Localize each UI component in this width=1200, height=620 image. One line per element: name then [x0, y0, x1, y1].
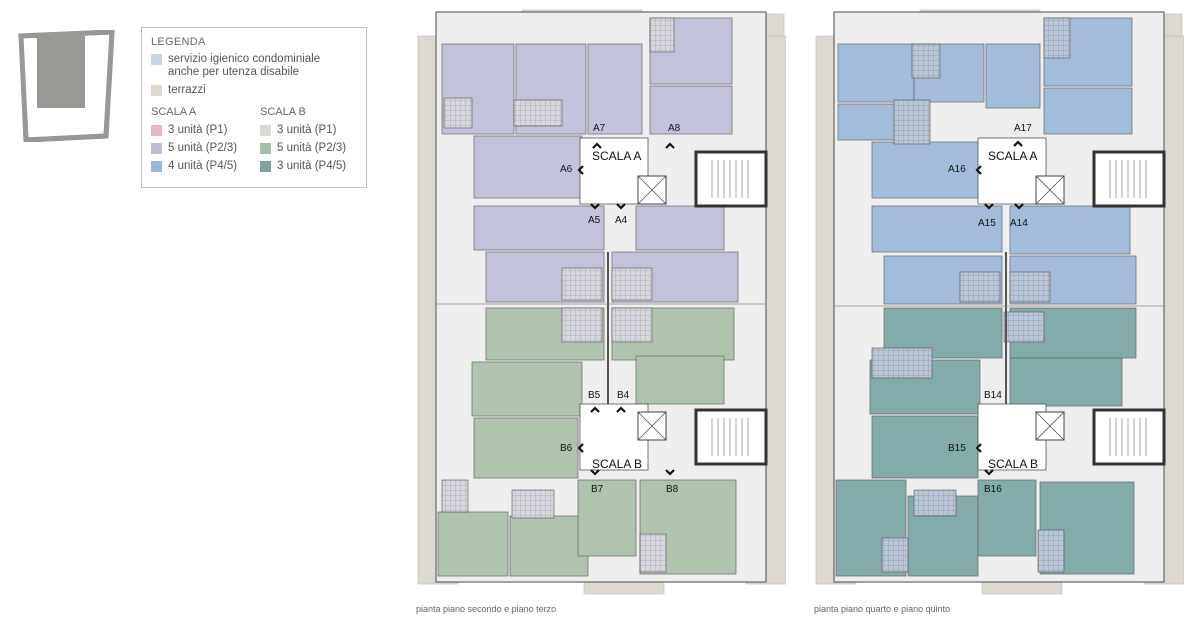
plan-caption-fourth-fifth: pianta piano quarto e piano quinto — [814, 604, 951, 614]
stair-core-a — [579, 137, 768, 208]
entry-arrows — [975, 140, 1024, 476]
stair-core-b — [579, 403, 768, 471]
unit-a17: A17 — [1014, 123, 1032, 134]
unit-a5: A5 — [588, 215, 601, 226]
legend-scala-a-title: SCALA A — [151, 106, 197, 118]
bathroom-tiles — [441, 17, 675, 573]
legend-item: 3 unità (P1) — [260, 124, 336, 137]
legend-title: LEGENDA — [151, 36, 206, 48]
legend-item-label: 4 unità (P4/5) — [168, 160, 238, 172]
building-key-map — [18, 30, 115, 142]
unit-a4: A4 — [615, 215, 628, 226]
legend-service-swatch — [151, 54, 162, 65]
stair-core-a — [977, 137, 1166, 208]
unit-a7: A7 — [593, 123, 606, 134]
legend-service-text-2: anche per utenza disabile — [168, 66, 300, 78]
floor-plan-fourth-fifth: SCALA A SCALA B A17 A16 A15 A14 B14 B15 … — [815, 9, 1184, 595]
legend-terraces-text: terrazzi — [168, 84, 206, 96]
legend-item-label: 5 unità (P2/3) — [277, 142, 347, 154]
unit-a6: A6 — [560, 164, 573, 175]
unit-b6: B6 — [560, 443, 573, 454]
unit-b16: B16 — [984, 484, 1002, 495]
stair-a-label: SCALA A — [988, 149, 1037, 163]
legend-swatch — [151, 161, 162, 172]
legend-item: 5 unità (P2/3) — [260, 142, 346, 155]
bathroom-tiles — [871, 17, 1071, 573]
stair-b-label: SCALA B — [988, 457, 1038, 471]
legend-swatch — [260, 161, 271, 172]
legend-item: 3 unità (P4/5) — [260, 160, 346, 173]
stair-b-label: SCALA B — [592, 457, 642, 471]
unit-a15: A15 — [978, 218, 996, 229]
stair-a-label: SCALA A — [592, 149, 641, 163]
stair-core-b — [977, 403, 1166, 471]
legend-scala-b-title: SCALA B — [260, 106, 306, 118]
legend-service-text: servizio igienico condominiale — [168, 53, 321, 65]
unit-a14: A14 — [1010, 218, 1028, 229]
unit-b14: B14 — [984, 390, 1002, 401]
legend-item: 5 unità (P2/3) — [151, 142, 237, 155]
legend-swatch — [260, 125, 271, 136]
legend-item: 3 unità (P1) — [151, 124, 227, 137]
unit-a16: A16 — [948, 164, 966, 175]
unit-a8: A8 — [668, 123, 681, 134]
unit-b4: B4 — [617, 390, 630, 401]
legend-swatch — [151, 143, 162, 154]
unit-b7: B7 — [591, 484, 604, 495]
unit-b8: B8 — [666, 484, 679, 495]
legend-swatch — [151, 125, 162, 136]
unit-b15: B15 — [948, 443, 966, 454]
legend-terraces: terrazzi — [151, 84, 206, 97]
unit-b5: B5 — [588, 390, 601, 401]
legend-swatch — [260, 143, 271, 154]
plan-caption-second-third: pianta piano secondo e piano terzo — [416, 604, 557, 614]
legend-item-label: 3 unità (P1) — [277, 124, 337, 136]
legend-terrace-swatch — [151, 85, 162, 96]
floor-plan-second-third: SCALA A SCALA B A7 A8 A6 A5 A4 B5 B4 B6 … — [417, 9, 786, 595]
legend-item: 4 unità (P4/5) — [151, 160, 237, 173]
legend-item-label: 5 unità (P2/3) — [168, 142, 238, 154]
legend-item-label: 3 unità (P1) — [168, 124, 228, 136]
legend-item-label: 3 unità (P4/5) — [277, 160, 347, 172]
entry-arrows — [577, 142, 675, 476]
